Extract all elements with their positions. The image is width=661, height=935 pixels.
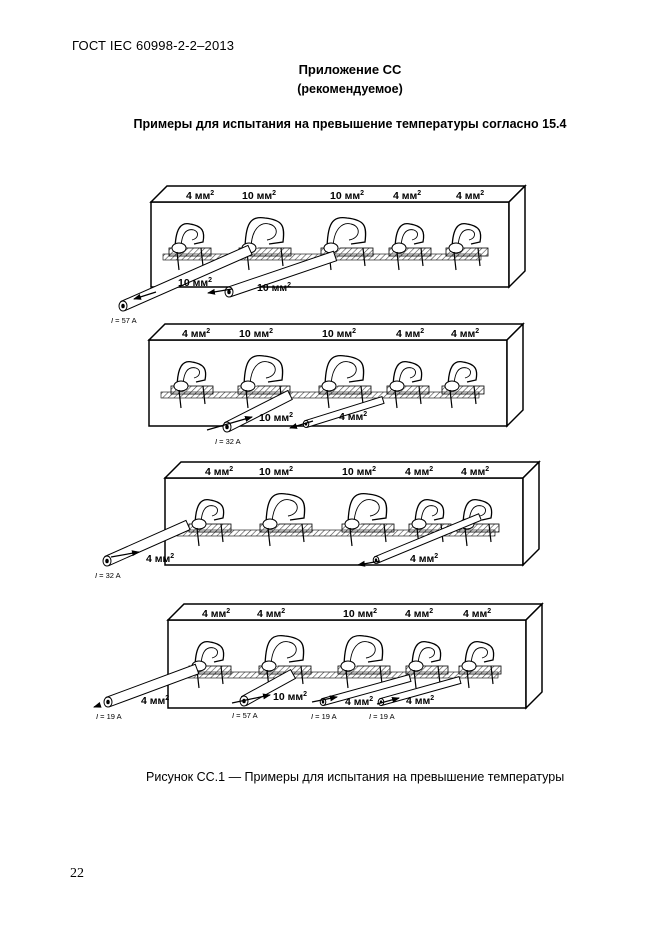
terminal-clamp-large — [237, 355, 291, 409]
current-arrow — [110, 550, 140, 558]
current-label: I = 32 A — [95, 571, 121, 580]
current-arrow — [289, 420, 314, 429]
current-arrow — [207, 288, 233, 295]
cable-size-label: 10 мм2 — [259, 412, 293, 424]
cable-size-label: 4 мм2 — [345, 696, 373, 708]
conductor-size-label: 4 мм2 — [461, 466, 489, 478]
terminal-clamp-large — [258, 635, 312, 689]
conductor-size-label: 4 мм2 — [393, 190, 421, 202]
terminal-clamp-small — [188, 498, 232, 547]
conductor-size-label: 4 мм2 — [396, 328, 424, 340]
cable-size-label: 4 мм2 — [410, 553, 438, 565]
appendix-title: Приложение СС — [298, 62, 402, 77]
terminal-clamp-small — [388, 222, 432, 271]
cable — [222, 389, 293, 433]
current-arrow — [357, 560, 381, 567]
terminal-clamp-small — [445, 222, 489, 271]
document-header: ГОСТ IEC 60998-2-2–2013 — [72, 38, 235, 53]
test-panel: 4 мм2 10 мм2 10 мм2 4 мм2 4 мм2 10 мм2 I = 57 … — [111, 184, 527, 325]
section-title: Примеры для испытания на превышение темп… — [133, 117, 567, 131]
cable — [118, 244, 253, 312]
conductor-size-label: 4 мм2 — [405, 608, 433, 620]
conductor-size-label: 4 мм2 — [202, 608, 230, 620]
cable — [224, 250, 338, 298]
conductor-size-label: 4 мм2 — [186, 190, 214, 202]
current-arrow — [133, 291, 157, 300]
current-arrow — [376, 696, 400, 705]
conductor-size-label: 10 мм2 — [343, 608, 377, 620]
conductor-size-label: 4 мм2 — [182, 328, 210, 340]
current-arrow — [311, 695, 338, 703]
terminal-clamp-large — [259, 493, 313, 547]
conductor-size-label: 10 мм2 — [242, 190, 276, 202]
figure-caption: Рисунок СС.1 — Примеры для испытания на … — [146, 770, 565, 784]
current-label: I = 19 A — [369, 712, 395, 721]
cable-size-label: 10 мм2 — [178, 277, 212, 289]
terminal-clamp-small — [408, 498, 452, 547]
current-label: I = 57 A — [111, 316, 137, 325]
conductor-size-label: 4 мм2 — [405, 466, 433, 478]
terminal-clamp-small — [170, 360, 214, 409]
terminal-clamp-large — [318, 355, 372, 409]
cable-size-label: 10 мм2 — [257, 282, 291, 294]
cable-size-label: 4 мм2 — [406, 695, 434, 707]
current-label: I = 57 A — [232, 711, 258, 720]
terminal-clamp-large — [337, 635, 391, 689]
conductor-size-label: 10 мм2 — [259, 466, 293, 478]
current-label: I = 19 A — [96, 712, 122, 721]
conductor-size-label: 4 мм2 — [205, 466, 233, 478]
terminal-clamp-small — [168, 222, 212, 271]
test-panel: 4 мм2 10 мм2 10 мм2 4 мм2 4 мм2 10 мм2 I = 32 … — [147, 322, 525, 446]
conductor-size-label: 10 мм2 — [342, 466, 376, 478]
conductor-size-label: 10 мм2 — [330, 190, 364, 202]
current-label: I = 32 A — [215, 437, 241, 446]
terminal-clamp-small — [441, 360, 485, 409]
cable-size-label: 10 мм2 — [273, 691, 307, 703]
current-arrow — [206, 416, 253, 431]
cable — [372, 513, 482, 564]
current-arrow — [231, 693, 271, 704]
appendix-subtitle: (рекомендуемое) — [297, 82, 403, 96]
cable — [103, 663, 200, 708]
cable-size-label: 4 мм2 — [146, 553, 174, 565]
conductor-size-label: 4 мм2 — [463, 608, 491, 620]
terminal-clamp-small — [405, 640, 449, 689]
current-arrow — [93, 701, 102, 708]
terminal-clamp-small — [386, 360, 430, 409]
test-panel: 4 мм2 10 мм2 10 мм2 4 мм2 4 мм2 4 мм2 I = 32 A… — [95, 460, 541, 580]
conductor-size-label: 4 мм2 — [451, 328, 479, 340]
current-label: I = 19 A — [311, 712, 337, 721]
conductor-size-label: 4 мм2 — [257, 608, 285, 620]
cable-size-label: 4 мм2 — [339, 411, 367, 423]
cable — [239, 668, 297, 707]
terminal-clamp-large — [341, 493, 395, 547]
conductor-size-label: 10 мм2 — [322, 328, 356, 340]
conductor-size-label: 4 мм2 — [456, 190, 484, 202]
test-panel: 4 мм2 4 мм2 10 мм2 4 мм2 4 мм2 4 мм2 I = 19 A 1… — [93, 602, 544, 721]
cable — [319, 674, 412, 706]
terminal-clamp-small — [458, 640, 502, 689]
conductor-size-label: 10 мм2 — [239, 328, 273, 340]
page-number: 22 — [70, 866, 84, 881]
cable-size-label: 4 мм2 — [141, 695, 169, 707]
